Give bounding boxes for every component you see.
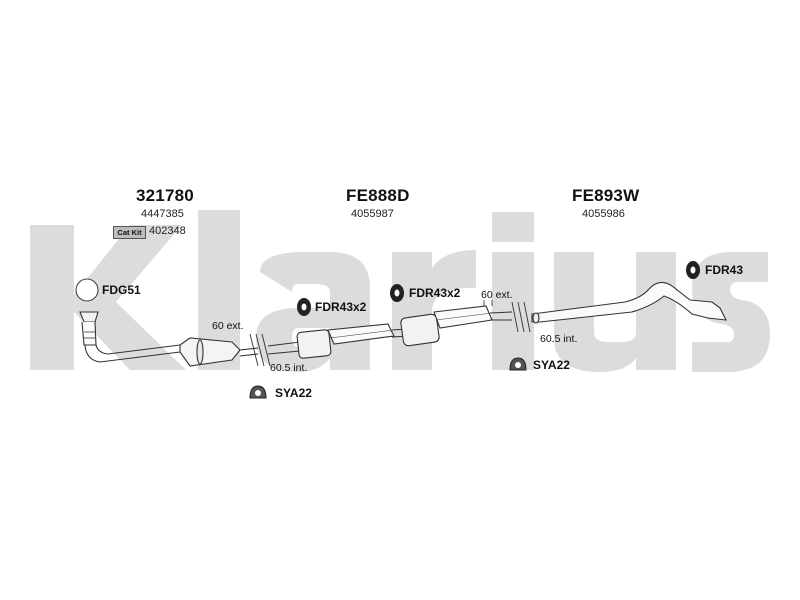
fitting-label-fdr43: FDR43 <box>705 263 744 277</box>
gasket-ring-icon <box>75 278 99 302</box>
rubber-mount-icon <box>390 284 404 302</box>
klarius-watermark-logo <box>30 210 770 372</box>
second-silencer <box>400 300 513 347</box>
tail-pipe <box>531 281 727 324</box>
fitting-label-fdr43x2: FDR43x2 <box>409 286 461 300</box>
joint-clamp-1 <box>249 333 271 367</box>
rubber-mount-icon <box>686 261 700 279</box>
rubber-mount-icon <box>297 298 311 316</box>
reference-number: 4055987 <box>351 208 394 220</box>
clamp-icon <box>509 357 527 371</box>
fitting-label-sya22: SYA22 <box>533 358 570 372</box>
part-number-321780: 321780 <box>136 186 194 205</box>
catalytic-converter <box>179 337 259 367</box>
catkit-reference: 402348 <box>149 225 186 237</box>
joint-int-label: 60.5 int. <box>540 333 578 345</box>
reference-number: 4055986 <box>582 208 625 220</box>
part-number-fe893w: FE893W <box>572 186 640 205</box>
fitting-label-fdg51: FDG51 <box>102 283 141 297</box>
joint-ext-label: 60 ext. <box>212 320 244 332</box>
centre-silencer <box>267 323 409 359</box>
part-number-fe888d: FE888D <box>346 186 410 205</box>
catkit-badge: Cat Kit <box>113 226 146 239</box>
reference-number: 4447385 <box>141 208 184 220</box>
fitting-label-sya22: SYA22 <box>275 386 312 400</box>
joint-int-label: 60.5 int. <box>270 362 308 374</box>
front-pipe <box>79 311 181 363</box>
joint-clamp-2 <box>511 301 531 333</box>
fitting-label-fdr43x2: FDR43x2 <box>315 300 367 314</box>
clamp-icon <box>249 385 267 399</box>
joint-ext-label: 60 ext. <box>481 289 513 301</box>
